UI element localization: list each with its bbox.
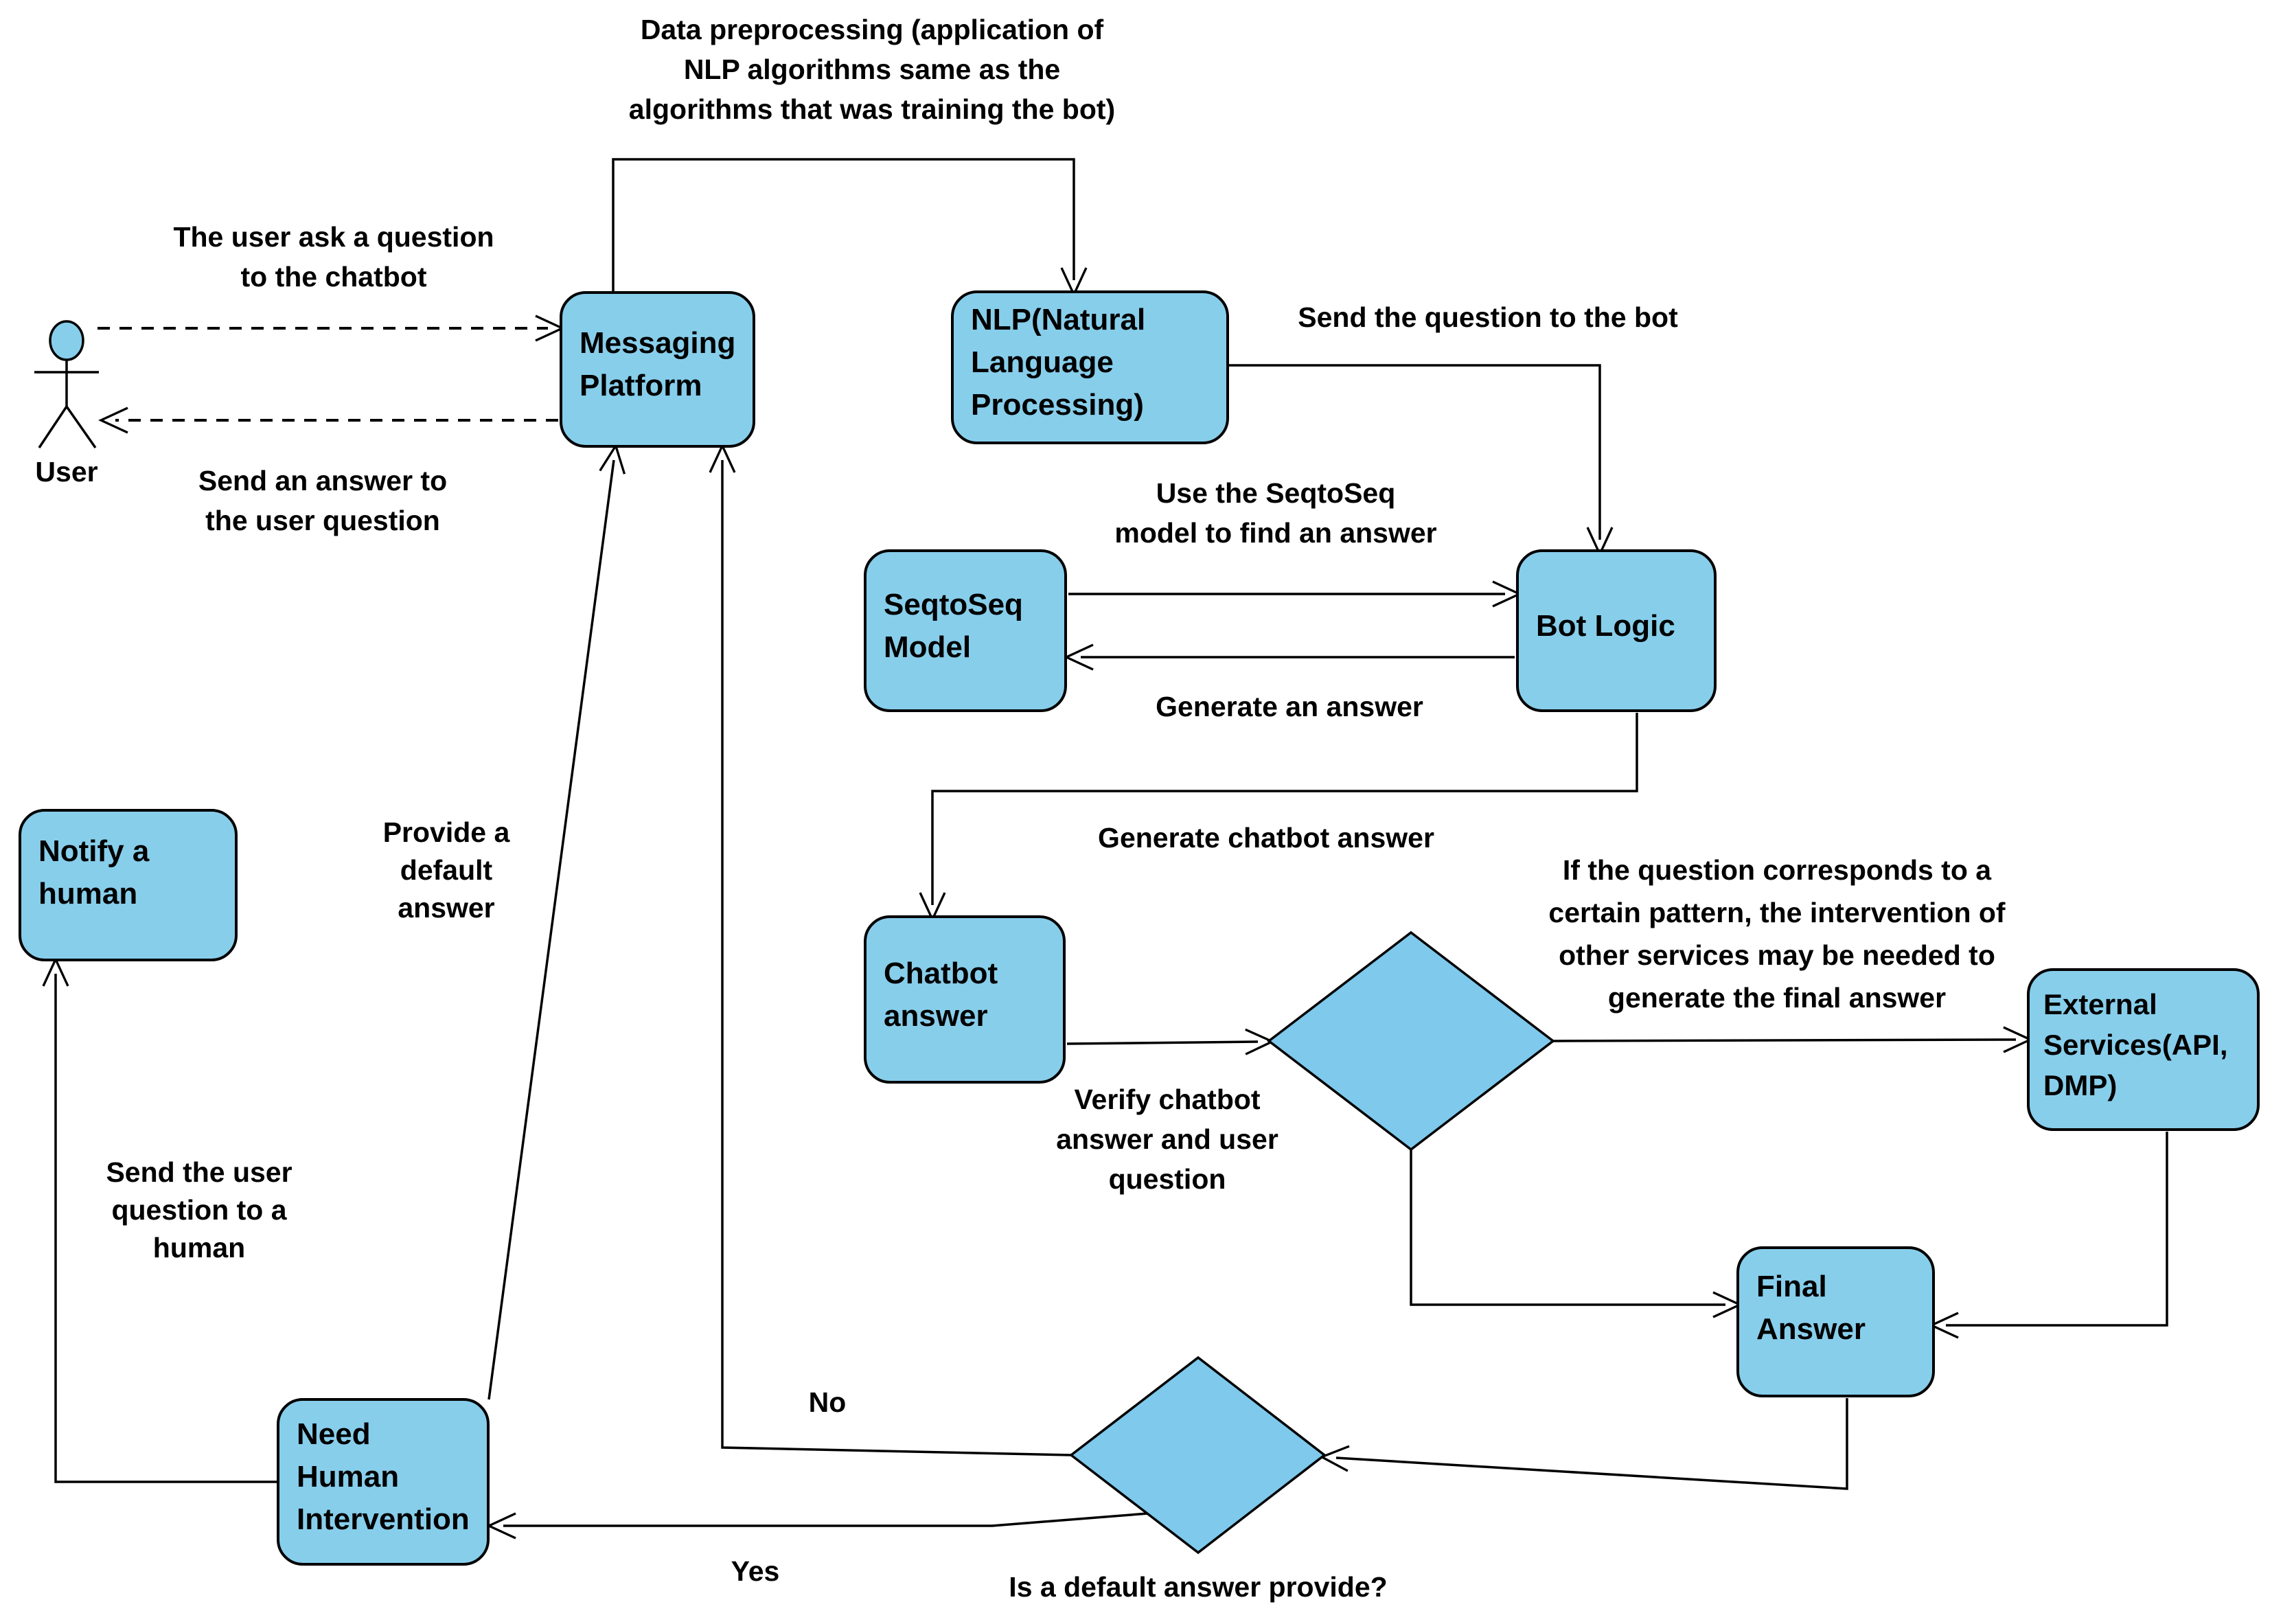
edge-no-to-messaging (709, 443, 1072, 1456)
node-need-human-intervention: Need Human Intervention (277, 1398, 490, 1566)
edge-nlp-to-botlogic (1229, 364, 1614, 557)
node-chatbot-answer: Chatbot answer (864, 915, 1066, 1084)
edge-botlogic-to-chatbot (919, 713, 1638, 922)
node-final-answer: Final Answer (1736, 1246, 1935, 1397)
label-generate-chatbot: Generate chatbot answer (1098, 822, 1434, 854)
label-no: No (808, 1386, 847, 1418)
label-user-ask: The user ask a question to the chatbot (173, 221, 494, 293)
label-yes: Yes (731, 1555, 780, 1587)
label-if-question: If the question corresponds to a certain… (1548, 854, 2006, 1014)
edge-yes-to-needhuman (486, 1512, 1149, 1540)
edge-needhuman-to-messaging (487, 443, 626, 1400)
label-provide-default: Provide a default answer (382, 816, 510, 924)
decision-diamond-default-answer (1069, 1356, 1327, 1555)
label-use-seqtoseq: Use the SeqtoSeq model to find an answer (1114, 477, 1437, 549)
edge-external-to-final (1929, 1132, 2168, 1339)
node-external-services: External Services(API, DMP) (2027, 968, 2260, 1131)
label-user-actor: User (35, 456, 98, 488)
node-messaging-platform: Messaging Platform (560, 291, 755, 448)
decision-diamond-pattern (1267, 930, 1555, 1152)
label-verify: Verify chatbot answer and user question (1056, 1084, 1278, 1195)
edge-data-preprocessing-loop (612, 158, 1088, 297)
edge-chatbot-to-decision (1066, 1028, 1275, 1055)
edge-decision-to-final (1410, 1150, 1743, 1318)
label-send-answer: Send an answer to the user question (198, 465, 448, 536)
label-generate-answer: Generate an answer (1156, 691, 1423, 722)
label-data-preprocessing: Data preprocessing (application of NLP a… (628, 14, 1116, 125)
edge-needhuman-to-notify (42, 957, 277, 1483)
node-seqtoseq-model: SeqtoSeq Model (864, 549, 1067, 712)
node-bot-logic: Bot Logic (1516, 549, 1717, 712)
edge-final-to-default-decision (1319, 1398, 1848, 1490)
node-notify-human: Notify a human (19, 809, 238, 961)
node-nlp: NLP(Natural Language Processing) (951, 290, 1229, 444)
label-send-question-bot: Send the question to the bot (1298, 301, 1678, 333)
user-actor-icon (34, 320, 99, 449)
label-is-default-provide: Is a default answer provide? (1009, 1571, 1388, 1603)
edge-decision-to-external (1552, 1026, 2033, 1053)
label-send-user-question: Send the user question to a human (106, 1156, 292, 1263)
